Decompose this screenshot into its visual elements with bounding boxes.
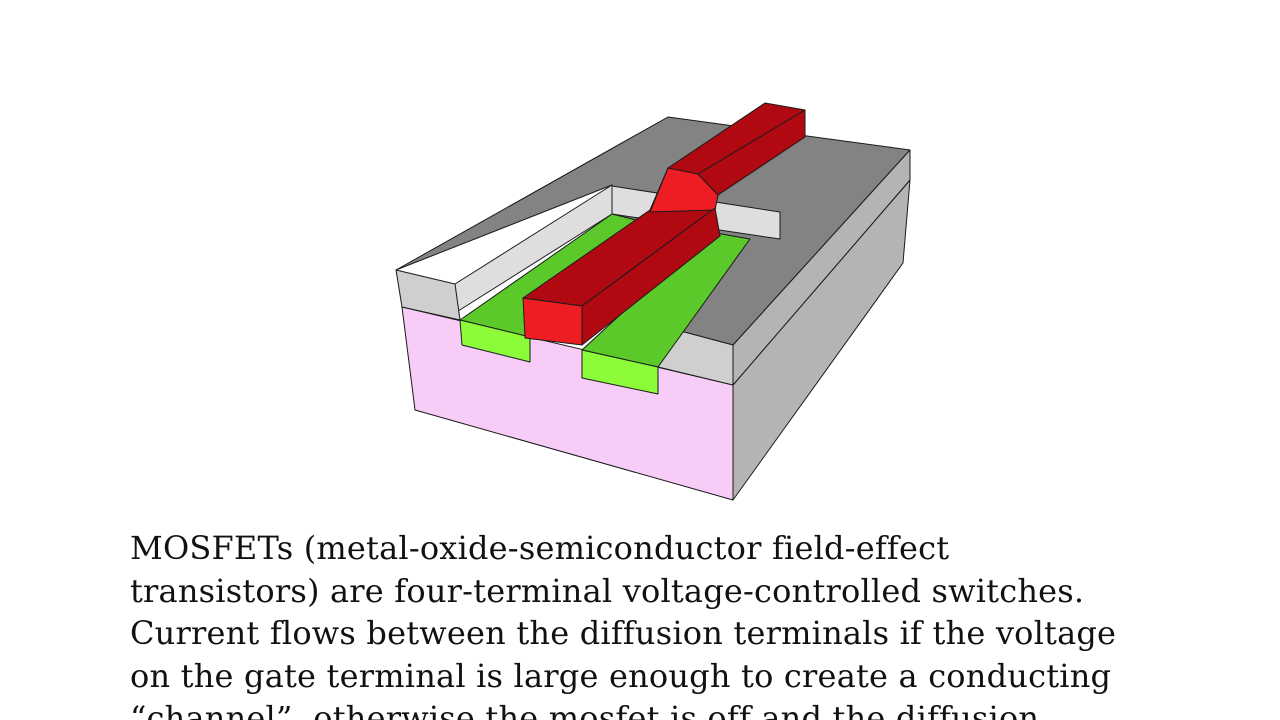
source-diffusion-front <box>459 319 531 363</box>
caption-line-3: Current flows between the diffusion term… <box>130 614 1117 652</box>
gate-upper-side-face <box>697 109 806 196</box>
caption-text: MOSFETs (metal-oxide-semiconductor field… <box>130 527 1210 720</box>
gate-front-face <box>522 297 583 346</box>
caption-line-2: transistors) are four-terminal voltage-c… <box>130 571 1085 610</box>
caption-line-5: “channel”, otherwise the mosfet is off a… <box>130 699 1040 720</box>
drain-diffusion-front <box>581 349 659 395</box>
caption-line-1: MOSFETs (metal-oxide-semiconductor field… <box>130 529 950 567</box>
caption-line-4: on the gate terminal is large enough to … <box>130 656 1112 695</box>
gate-step-face <box>649 167 719 213</box>
